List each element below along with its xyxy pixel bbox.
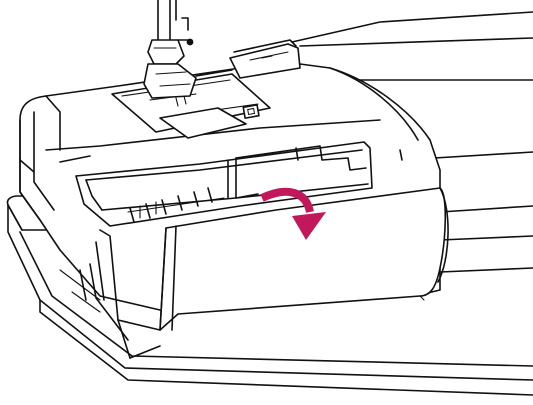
bobbin-cover — [159, 107, 247, 139]
curved-arrow-icon — [260, 187, 326, 240]
accessory-cover-door[interactable] — [71, 187, 449, 359]
accessory-compartment — [75, 141, 373, 227]
presser-foot-icon — [143, 0, 197, 107]
rear-top-block — [195, 39, 301, 79]
